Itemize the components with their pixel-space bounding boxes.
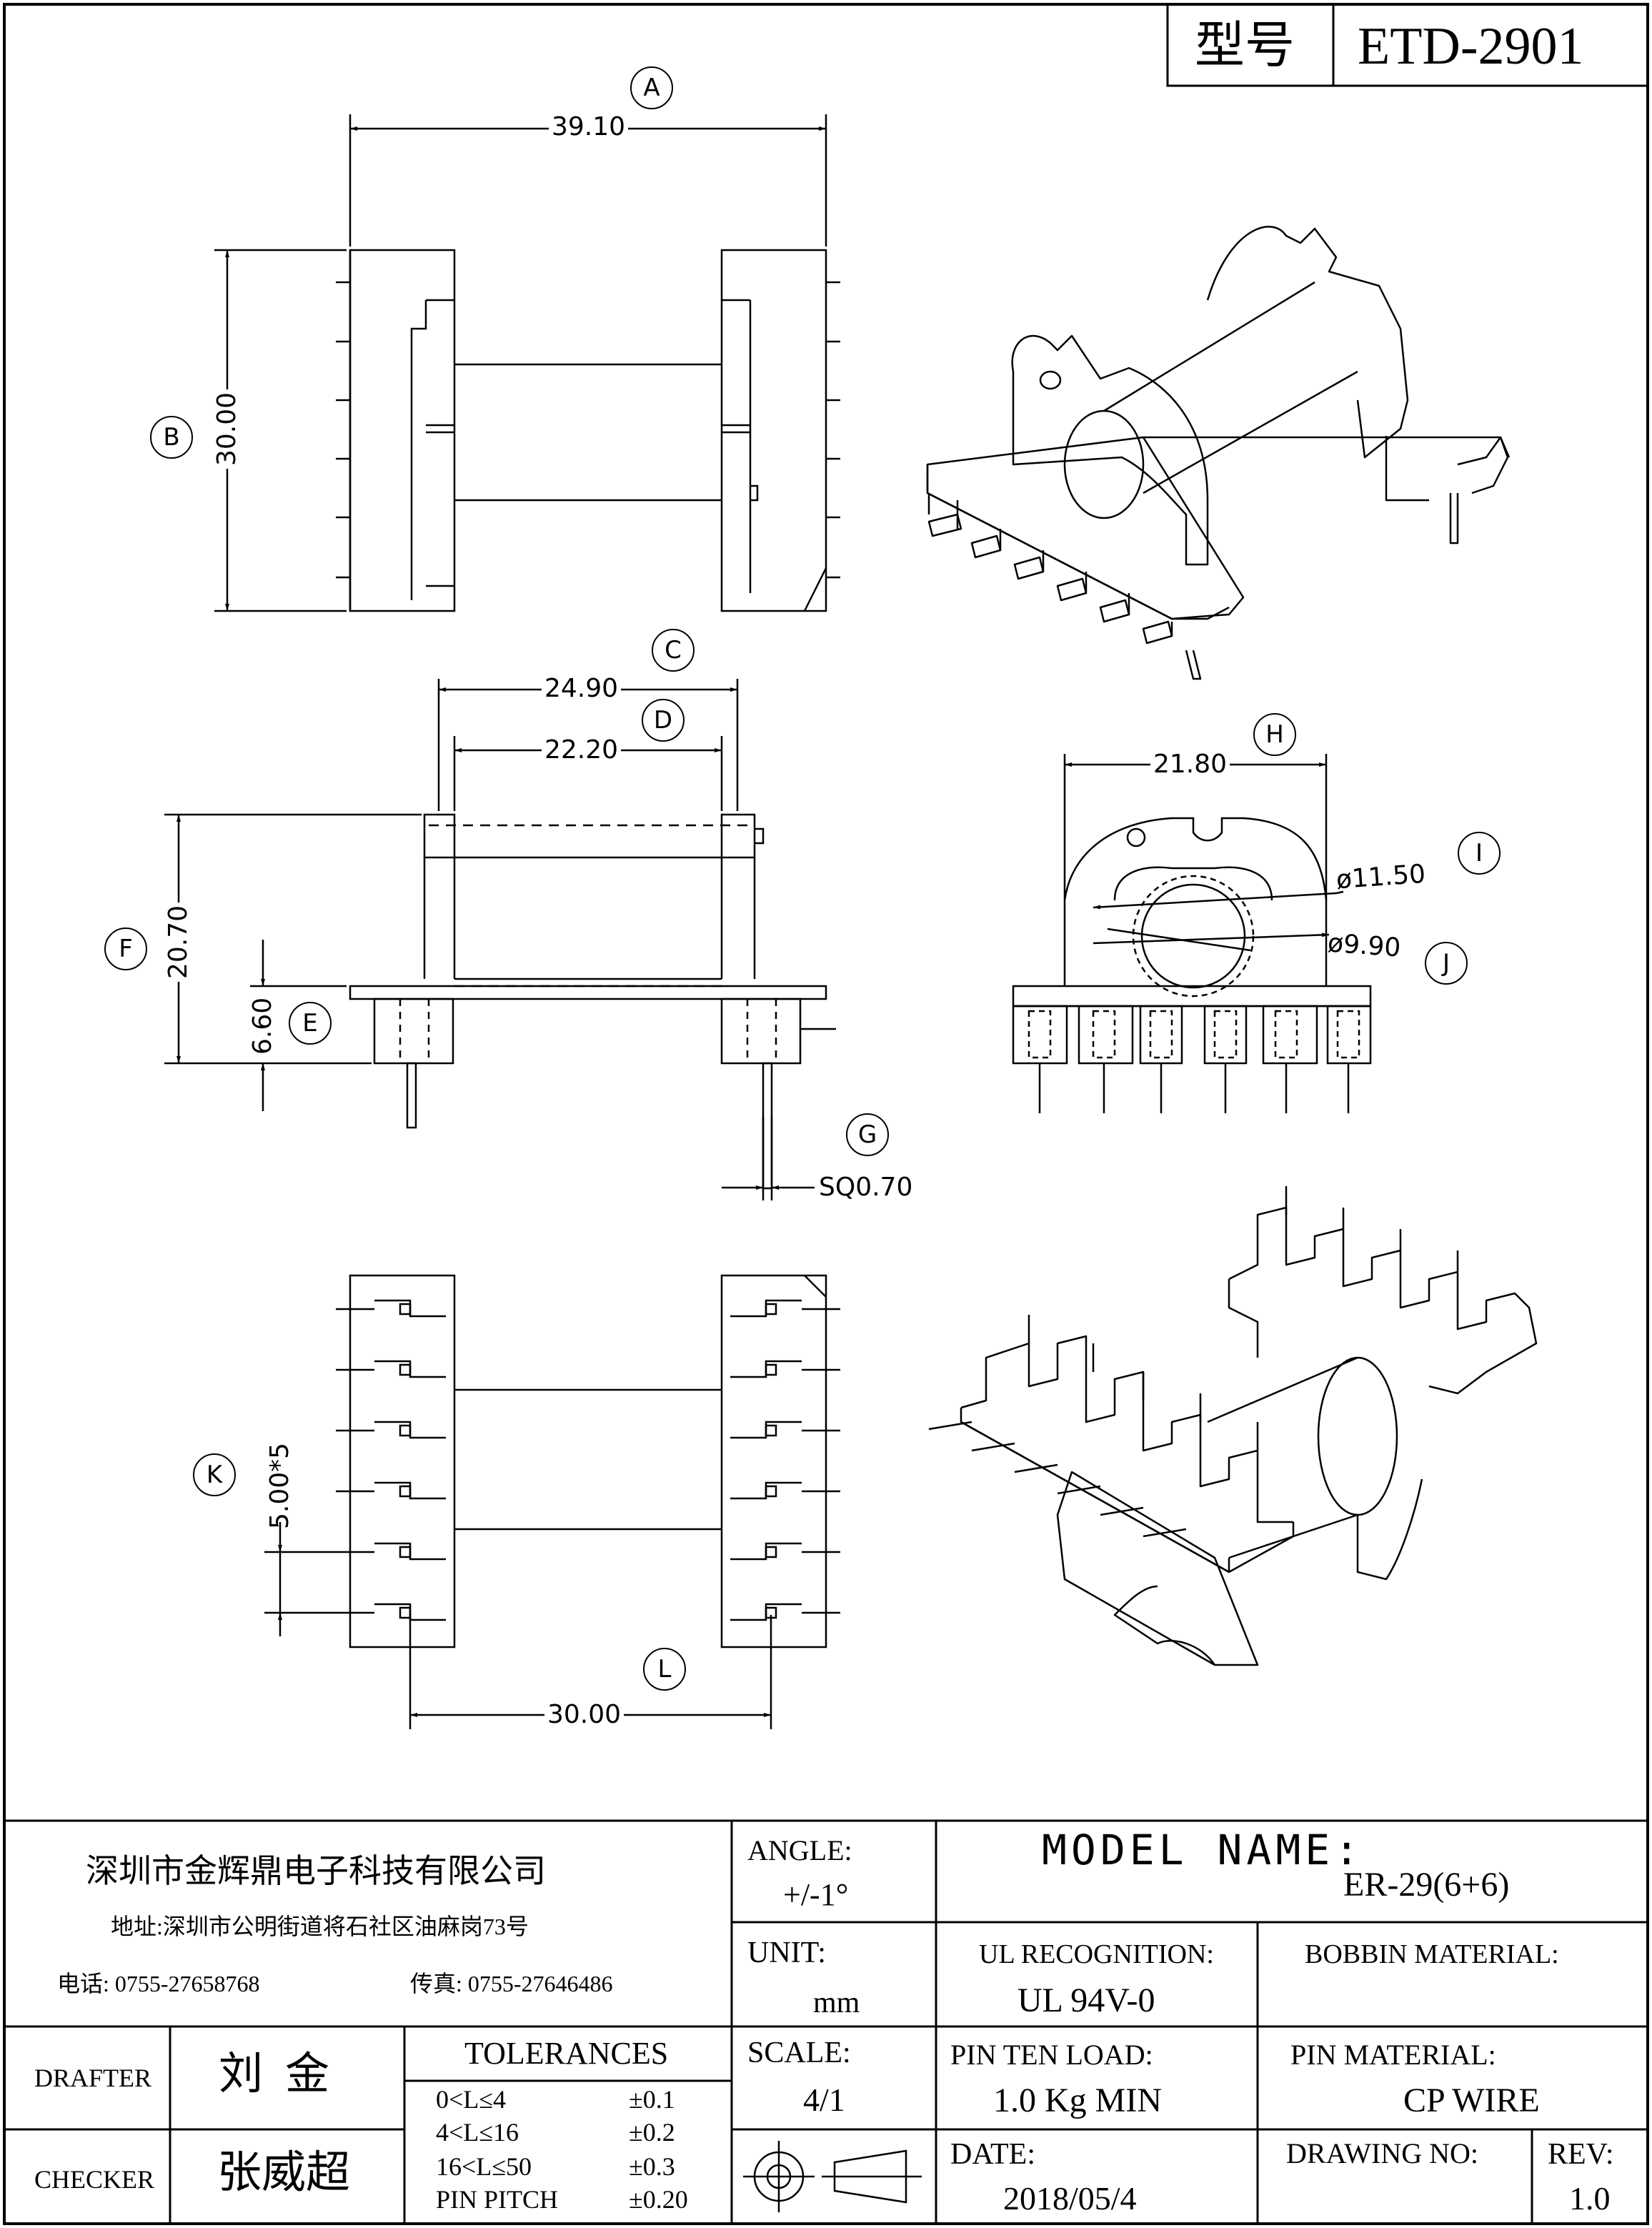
isometric-view-top: [926, 225, 1511, 680]
drawing-no-label: DRAWING NO:: [1286, 2137, 1478, 2169]
bobbin-material-label: BOBBIN MATERIAL:: [1305, 1939, 1559, 1969]
dim-value-e: 6.60: [248, 994, 277, 1058]
dim-value-c: 24.90: [542, 676, 622, 702]
dim-label-j: J: [1425, 942, 1468, 985]
date-label: DATE:: [950, 2138, 1035, 2171]
title-block-grid: [4, 1819, 1648, 2224]
company-fax: 传真: 0755-27646486: [410, 1971, 613, 1996]
rev-label: REV:: [1548, 2138, 1614, 2171]
dim-label-a: A: [630, 66, 673, 109]
dim-label-d: D: [642, 699, 685, 742]
sheet-border: [3, 3, 1649, 2225]
dim-value-k: 5.00*5: [265, 1442, 294, 1529]
company-address: 地址:深圳市公明街道将石社区油麻岗73号: [111, 1914, 529, 1939]
pin-material-value: CP WIRE: [1403, 2082, 1540, 2119]
dim-value-h: 21.80: [1150, 752, 1230, 777]
model-number: ETD-2901: [1358, 17, 1584, 76]
dim-label-b: B: [150, 416, 193, 459]
drafter-name: 刘 金: [219, 2050, 330, 2099]
drafter-label: DRAFTER: [34, 2064, 152, 2092]
date-value: 2018/05/4: [1003, 2180, 1137, 2217]
dim-label-f: F: [104, 927, 147, 970]
tolerance-range-2: 4<L≤16: [436, 2118, 519, 2147]
company-phone: 电话: 0755-27658768: [57, 1971, 260, 1996]
rev-value: 1.0: [1569, 2180, 1611, 2217]
projection-symbol: [743, 2141, 922, 2212]
top-view: [214, 114, 840, 612]
model-title-box: [1166, 3, 1649, 87]
front-view: [1012, 754, 1372, 1113]
dim-value-a: 39.10: [549, 114, 629, 140]
tolerances-title: TOLERANCES: [464, 2036, 669, 2071]
side-view: [164, 679, 836, 1200]
pin-load-value: 1.0 Kg MIN: [993, 2082, 1162, 2119]
checker-label: CHECKER: [34, 2165, 155, 2194]
model-label: 型号: [1195, 19, 1295, 74]
model-name-label: MODEL NAME:: [1042, 1826, 1364, 1874]
unit-label: UNIT:: [747, 1936, 826, 1969]
ul-value: UL 94V-0: [1017, 1981, 1155, 2019]
dim-label-h: H: [1253, 713, 1296, 756]
tolerance-value-2: ±0.2: [629, 2118, 675, 2147]
angle-value: +/-1°: [783, 1877, 849, 1912]
company-name: 深圳市金辉鼎电子科技有限公司: [86, 1853, 546, 1889]
isometric-view-bottom: [928, 1186, 1538, 1666]
tolerance-range-3: 16<L≤50: [436, 2152, 532, 2181]
angle-label: ANGLE:: [747, 1834, 852, 1866]
dim-value-b: 30.00: [212, 389, 242, 469]
ul-label: UL RECOGNITION:: [979, 1939, 1214, 1969]
dim-value-f: 20.70: [164, 902, 193, 982]
tolerance-value-3: ±0.3: [629, 2152, 675, 2181]
tolerance-range-4: PIN PITCH: [436, 2185, 559, 2214]
dim-label-c: C: [652, 629, 695, 672]
pin-load-label: PIN TEN LOAD:: [950, 2039, 1153, 2071]
dim-label-l: L: [643, 1648, 686, 1691]
scale-label: SCALE:: [747, 2036, 851, 2069]
bottom-view: [264, 1274, 840, 1729]
model-name-value: ER-29(6+6): [1343, 1866, 1510, 1904]
tolerance-range-1: 0<L≤4: [436, 2085, 507, 2114]
dim-value-i: ø11.50: [1335, 859, 1427, 895]
dim-value-l: 30.00: [544, 1702, 625, 1728]
dim-label-i: I: [1458, 832, 1501, 875]
scale-value: 4/1: [803, 2082, 845, 2118]
dim-value-j: ø9.90: [1326, 928, 1402, 963]
checker-name: 张威超: [217, 2149, 351, 2197]
unit-value: mm: [813, 1986, 860, 2019]
dim-label-e: E: [289, 1002, 332, 1045]
dim-value-g: SQ0.70: [819, 1173, 913, 1202]
pin-material-label: PIN MATERIAL:: [1290, 2039, 1496, 2071]
tolerance-value-1: ±0.1: [629, 2085, 675, 2114]
dim-value-d: 22.20: [542, 737, 622, 763]
dim-label-g: G: [846, 1113, 889, 1156]
tolerance-value-4: ±0.20: [629, 2185, 688, 2214]
dim-label-k: K: [193, 1453, 236, 1496]
